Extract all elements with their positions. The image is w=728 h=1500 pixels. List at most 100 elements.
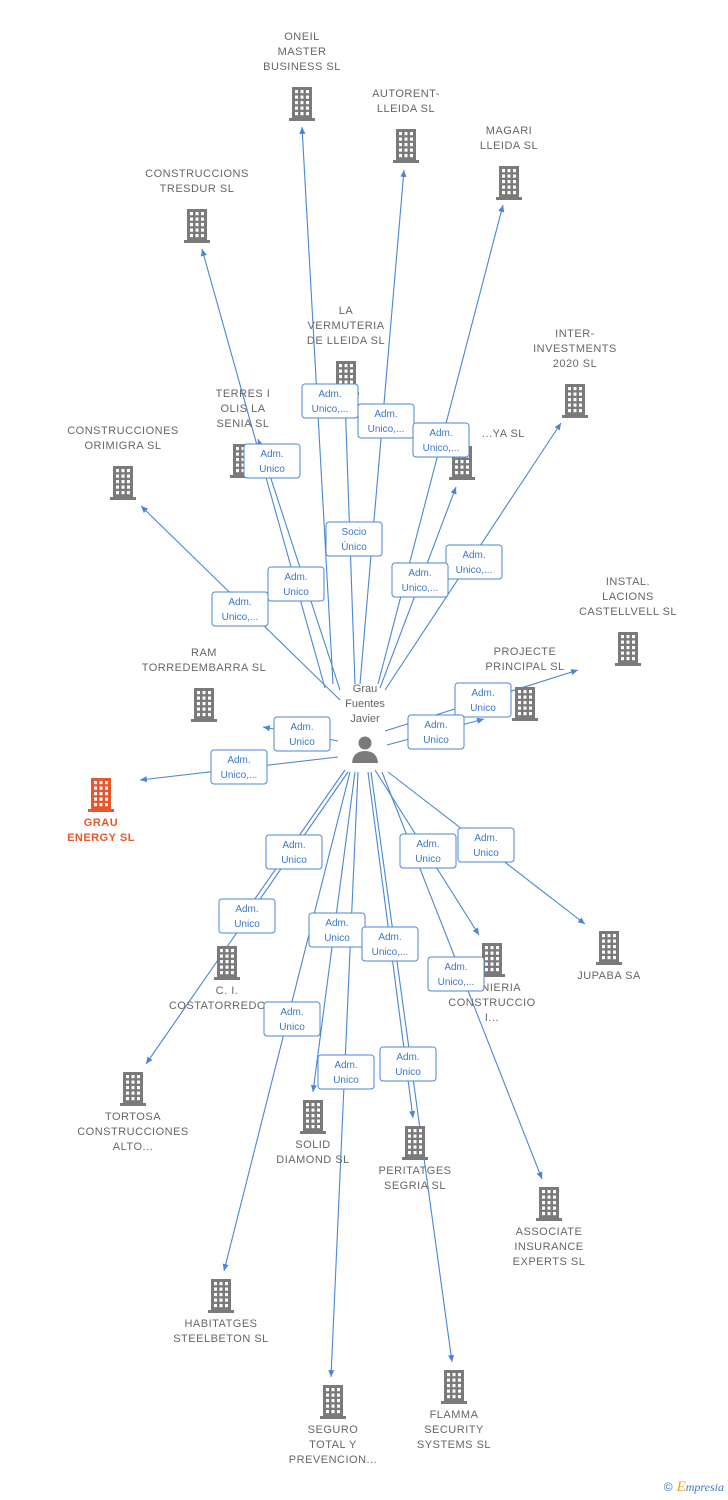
company-name: SEGURO [308,1424,359,1436]
building-icon [214,946,240,980]
relation-label-text: Adm. [462,550,485,561]
company-name: CONSTRUCCIONES [67,425,179,437]
company-name: ALTO... [113,1141,153,1153]
relation-label-text: Unico,... [312,404,349,415]
relation-label[interactable]: Adm.Unico,... [210,749,268,785]
building-icon [562,384,588,418]
relation-label-text: Adm. [284,572,307,583]
building-icon [596,931,622,965]
relation-label[interactable]: Adm.Unico [317,1054,375,1090]
building-icon [88,778,114,812]
relation-label-text: Unico,... [372,947,409,958]
company-name: CONSTRUCCIONES [77,1126,189,1138]
relation-label[interactable]: Adm.Unico,... [211,591,269,627]
relation-label[interactable]: Adm.Unico [273,716,331,752]
relation-label[interactable]: Adm.Unico [308,912,366,948]
relation-label[interactable]: Adm.Unico,... [412,422,470,458]
footer-brand[interactable]: ©Empresia [664,1479,724,1496]
person-icon [352,736,378,763]
relation-label-text: Unico,... [368,424,405,435]
company-node-jupaba[interactable]: JUPABA SA [577,931,641,982]
company-name: ASSOCIATE [516,1226,583,1238]
building-icon [289,87,315,121]
relation-label[interactable]: Adm.Unico,... [357,403,415,439]
relation-label[interactable]: Adm.Unico [379,1046,437,1082]
relation-label-box [454,682,512,718]
building-icon [120,1072,146,1106]
relation-label-text: Unico,... [402,583,439,594]
company-name: CASTELLVELL SL [579,606,677,618]
relation-label-box [301,383,359,419]
building-icon [402,1126,428,1160]
company-name: I... [485,1012,499,1024]
relation-label-text: Unico [470,703,496,714]
company-name: COSTATORREDOR... [169,1000,285,1012]
relation-label[interactable]: Adm.Unico,... [361,926,419,962]
relation-label-box [211,591,269,627]
relation-label-box [427,956,485,992]
relation-label[interactable]: Adm.Unico,... [427,956,485,992]
relation-label-box [267,566,325,602]
company-name: HABITATGES [184,1318,257,1330]
relation-label-text: Adm. [318,389,341,400]
relation-label[interactable]: Adm.Unico,... [445,544,503,580]
company-name: PERITATGES [378,1165,451,1177]
building-icon [393,129,419,163]
relation-label-box [357,403,415,439]
relation-label[interactable]: Adm.Unico [399,833,457,869]
relation-label-box [457,827,515,863]
relation-label[interactable]: Adm.Unico [457,827,515,863]
relation-label-box [265,834,323,870]
relation-label-box [325,521,383,557]
relation-label[interactable]: Adm.Unico [454,682,512,718]
relation-label-text: Unico [415,854,441,865]
relation-label[interactable]: Adm.Unico [263,1001,321,1037]
relation-label-text: Adm. [280,1007,303,1018]
company-name: LACIONS [602,591,654,603]
relation-label[interactable]: Adm. Unico,... [391,562,449,598]
person-name: Fuentes [345,698,385,710]
relation-label-text: Adm. [228,597,251,608]
company-name: ...YA SL [482,428,525,440]
company-node-tortosa[interactable]: TORTOSACONSTRUCCIONESALTO... [77,1072,189,1153]
company-name: TRESDUR SL [160,183,235,195]
relation-label-text: Unico,... [438,977,475,988]
company-name: LA [339,305,354,317]
company-node-autorent[interactable]: AUTORENT-LLEIDA SL [372,88,440,163]
person-name: Javier [350,713,380,725]
relation-label-text: Unico,... [221,770,258,781]
company-name: VERMUTERIA [307,320,384,332]
relation-label[interactable]: Adm.Unico [265,834,323,870]
relation-label-text: Adm. [396,1052,419,1063]
relation-label[interactable]: Adm.Unico [267,566,325,602]
relation-label-text: Unico [234,919,260,930]
relation-label[interactable]: Adm.Unico [407,714,465,750]
company-name: PRINCIPAL SL [485,661,564,673]
company-name: LLEIDA SL [377,103,435,115]
relation-label[interactable]: Adm.Unico [243,443,301,479]
relation-label[interactable]: Adm. Unico,... [301,383,359,419]
relation-label-box [273,716,331,752]
relation-label-text: Adm. [408,568,431,579]
relation-label-text: Adm. [282,840,305,851]
company-node-ci[interactable]: C. I.COSTATORREDOR... [169,946,285,1012]
relation-label[interactable]: Adm.Unico [218,898,276,934]
